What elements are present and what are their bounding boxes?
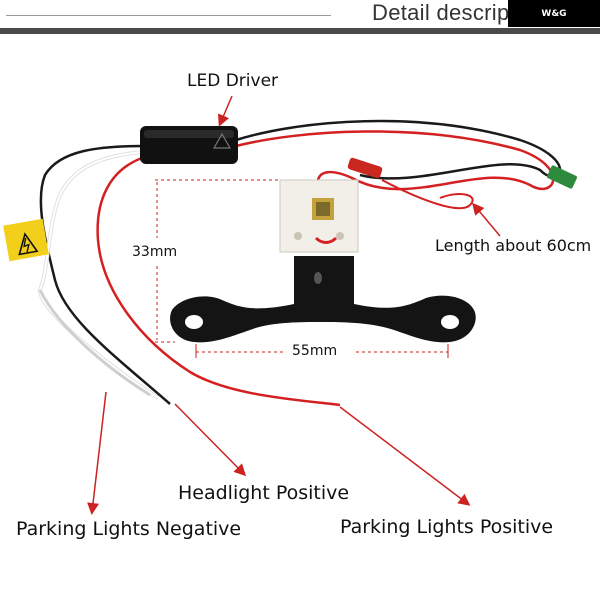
warning-triangle-icon — [212, 132, 232, 149]
brand-logo-text: W&G — [541, 8, 567, 19]
label-height-dimension: 33mm — [132, 244, 178, 260]
label-parking-positive: Parking Lights Positive — [340, 516, 554, 538]
label-led-driver: LED Driver — [187, 71, 279, 91]
wire-red-loop — [381, 179, 474, 210]
header-band — [0, 28, 600, 34]
wire-red-right — [235, 130, 555, 191]
wire-white-left — [37, 150, 160, 400]
wire-white-lower — [38, 289, 151, 397]
page-title: Detail descrip — [372, 0, 510, 25]
header-divider-line — [6, 15, 331, 16]
high-voltage-warning-icon — [3, 218, 49, 262]
label-width-dimension: 55mm — [292, 343, 338, 359]
led-board — [279, 179, 359, 253]
brand-logo: W&G — [508, 0, 600, 27]
label-length: Length about 60cm — [435, 236, 592, 255]
label-parking-negative: Parking Lights Negative — [16, 518, 242, 540]
arrow-parking-negative — [87, 391, 107, 515]
wire-red-left — [96, 156, 341, 407]
arrow-led-driver — [218, 95, 233, 127]
label-headlight-positive: Headlight Positive — [178, 482, 350, 504]
wire-black-right — [235, 119, 562, 180]
bracket-hole-right — [441, 315, 459, 329]
arrow-headlight-positive — [174, 403, 247, 477]
wire-white-core — [38, 151, 159, 399]
mounting-bracket — [170, 256, 476, 343]
arrow-parking-positive — [339, 406, 471, 506]
red-connector — [347, 157, 383, 179]
arrow-length — [472, 202, 501, 237]
green-tag — [547, 165, 577, 189]
bracket-hole-left — [185, 315, 203, 329]
led-driver-box — [140, 126, 238, 164]
